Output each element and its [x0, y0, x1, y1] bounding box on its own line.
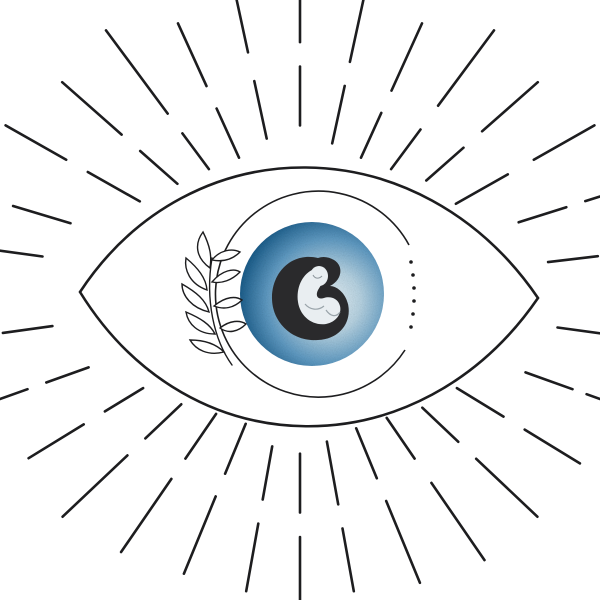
ray-segment	[103, 386, 145, 413]
ray-segment	[253, 79, 269, 140]
ray-segment	[44, 366, 90, 384]
ray-segment	[455, 386, 505, 418]
ray-segment	[517, 205, 568, 224]
ray-segment	[480, 80, 540, 133]
ray-segment	[144, 402, 183, 440]
ray-segment	[354, 426, 379, 480]
ray-segment	[0, 387, 29, 401]
ray-segment	[215, 107, 241, 159]
ray-segment	[4, 124, 68, 161]
ray-segment	[420, 406, 460, 444]
ray-segment	[244, 522, 260, 593]
ray-segment	[182, 495, 217, 576]
ray-segment	[424, 146, 465, 182]
ray-segment	[119, 477, 173, 554]
ray-segment	[546, 254, 600, 264]
ray-segment	[181, 132, 211, 171]
ray-segment	[385, 416, 416, 460]
ring-dots	[409, 260, 416, 329]
ray-segment	[585, 392, 600, 401]
olive-branch	[181, 230, 248, 366]
embryo-icon	[272, 256, 349, 341]
ray-segment	[341, 527, 356, 593]
ray-segment	[389, 128, 422, 171]
iris-ring	[214, 190, 410, 398]
ray-segment	[184, 412, 218, 460]
ray-segment	[330, 84, 347, 145]
ray-segment	[348, 0, 365, 64]
ray-segment	[11, 204, 72, 225]
ray-segment	[0, 249, 44, 258]
ray-segment	[583, 195, 600, 203]
ray-segment	[176, 22, 208, 88]
ray-segment	[390, 22, 424, 92]
ray-segment	[523, 428, 582, 465]
ray-segment	[60, 80, 123, 136]
ray-segment	[474, 457, 539, 519]
ray-segment	[104, 29, 169, 115]
ray-segment	[454, 173, 510, 206]
ray-segment	[359, 111, 383, 159]
ray-segment	[235, 0, 250, 54]
ray-segment	[1, 324, 54, 335]
ray-segment	[436, 29, 496, 107]
ray-segment	[430, 481, 486, 562]
ray-segment	[223, 422, 247, 476]
ray-segment	[532, 124, 596, 161]
ray-segment	[325, 440, 340, 506]
ray-segment	[27, 423, 85, 460]
ray-segment	[61, 454, 129, 519]
ray-segment	[261, 445, 274, 501]
ray-segment	[384, 499, 422, 585]
ray-segment	[138, 149, 179, 186]
ray-segment	[524, 371, 574, 391]
ray-segment	[556, 326, 600, 335]
ray-segment	[86, 170, 142, 203]
